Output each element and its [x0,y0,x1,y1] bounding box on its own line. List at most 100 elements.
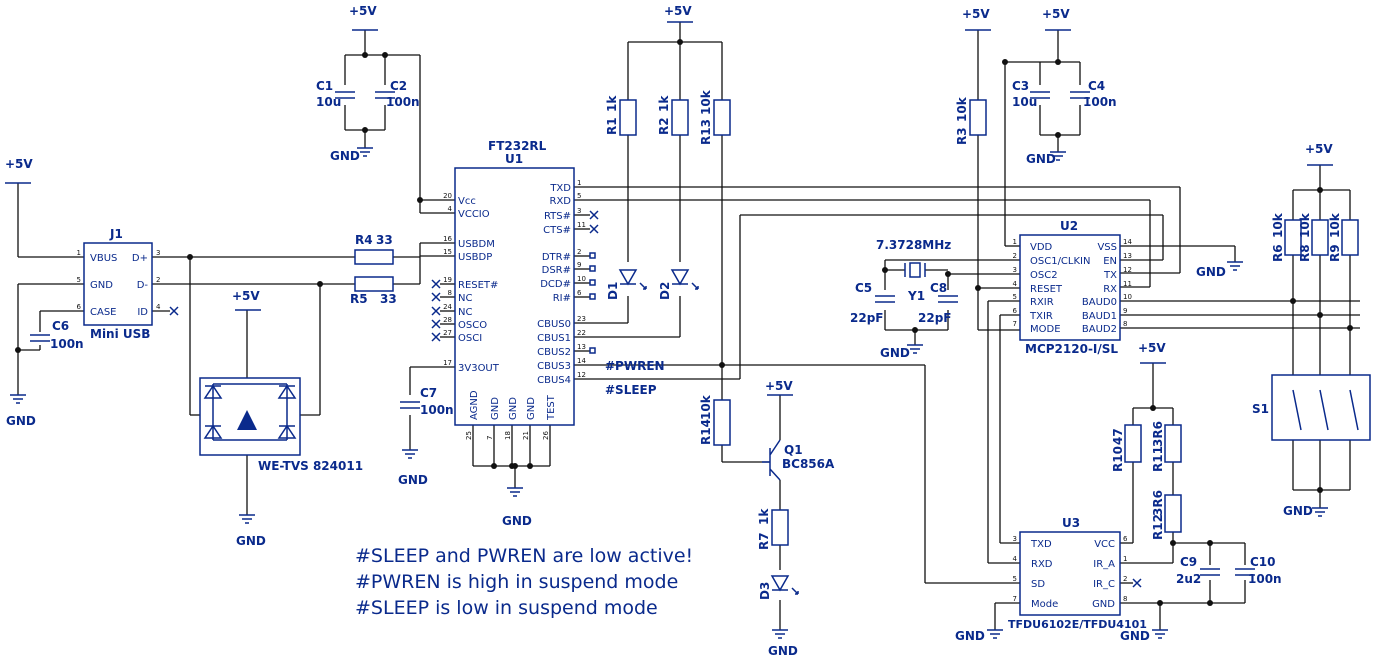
power-labels: +5V +5V +5V +5V +5V +5V +5V +5V +5V GND … [5,4,1333,657]
vcc-label: +5V [1042,7,1070,21]
u3-pin-name: VCC [1094,539,1115,550]
u3-pin-name: IR_A [1093,559,1115,570]
u2-pin-name: EN [1103,256,1117,267]
u1-pin-name: 3V3OUT [458,363,500,374]
c9-ref: C9 [1180,555,1197,569]
u2-pin-number: 4 [1013,280,1018,288]
u1-pin-name: VCCIO [458,209,490,220]
u2-pin-number: 13 [1123,252,1132,260]
d3-ref: D3 [758,582,772,600]
u3-pin-number: 3 [1013,535,1017,543]
u1-pin-number: 17 [443,359,452,367]
j1-pin-number: 5 [77,276,81,284]
vcc-label: +5V [664,4,692,18]
u1-pin-number: 7 [486,436,494,440]
u1-pin-number: 9 [577,261,581,269]
u2-body [1019,234,1121,341]
u3-pin-name: RXD [1031,559,1053,570]
u2-pin-name: MODE [1030,324,1061,335]
d2-ref: D2 [658,282,672,300]
r1-value: 1k [605,95,619,112]
c7-value: 100n [420,403,454,417]
r2-value: 1k [657,95,671,112]
u1-pin-number: 19 [443,276,452,284]
u1-pin-number: 4 [448,205,453,213]
c4-value: 100n [1083,95,1117,109]
junctions [15,39,1353,606]
u1-pin-number: 18 [504,431,512,440]
u1-pin-name: AGND [469,390,480,420]
pin-labels: Vcc20VCCIO4USBDM16USBDP15RESET#19NC8NC24… [77,179,1133,610]
gnd-label: GND [6,414,36,428]
r3-value: 10k [955,96,969,122]
c5-ref: C5 [855,281,872,295]
vcc-label: +5V [765,379,793,393]
note-line: #SLEEP and PWREN are low active! [355,545,693,567]
u2-pin-name: VDD [1030,242,1053,253]
j1-pin-name: D- [137,280,149,291]
c7-ref: C7 [420,386,437,400]
u2-pin-number: 2 [1013,252,1017,260]
u3-pin-number: 1 [1123,555,1127,563]
q1-ref: Q1 [784,443,803,457]
u1-pin-number: 2 [577,248,581,256]
u3-name: TFDU6102E/TFDU4101 [1008,618,1147,631]
u2-pin-number: 14 [1123,238,1132,246]
u1-name: FT232RL [488,139,547,153]
r11-value: 3R6 [1151,421,1165,447]
r11-ref: R11 [1151,446,1165,472]
gnd-label: GND [236,534,266,548]
j1-pin-name: CASE [90,307,117,318]
d1-ref: D1 [606,282,620,300]
u2-pin-number: 11 [1123,280,1132,288]
vcc-label: +5V [1305,142,1333,156]
r12-ref: R12 [1151,514,1165,540]
u1-pin-name: NC [458,307,472,318]
u1-pin-name: CBUS0 [537,319,571,330]
r4-value: 33 [376,233,393,247]
component-labels: FT232RL U1 U2 MCP2120-I/SL U3 TFDU6102E/… [50,79,1282,631]
gnd-label: GND [768,644,798,657]
j1-pin-number: 2 [156,276,160,284]
note-line: #PWREN is high in suspend mode [355,571,678,593]
r3-ref: R3 [955,127,969,145]
j1-name: Mini USB [90,327,150,341]
c1-ref: C1 [316,79,333,93]
net-pwren: #PWREN [605,359,665,373]
u2-ref: U2 [1060,219,1078,233]
gnd-label: GND [955,629,985,643]
u3-pin-number: 7 [1013,595,1017,603]
u1-pin-number: 6 [577,289,582,297]
u2-pin-name: BAUD1 [1082,311,1117,322]
u3-body [1019,531,1121,616]
u3-pin-name: Mode [1031,599,1058,610]
j1-pin-number: 4 [156,303,161,311]
notes: #SLEEP and PWREN are low active! #PWREN … [355,545,693,619]
gnd-label: GND [1120,629,1150,643]
u1-pin-number: 3 [577,207,581,215]
q1-value: BC856A [782,457,835,471]
s1-body [1271,374,1371,441]
r10-ref: R10 [1111,446,1125,472]
u1-pin-number: 1 [577,179,581,187]
u1-pin-number: 23 [577,315,586,323]
r5-ref: R5 [350,292,368,306]
r9-value: 10k [1328,212,1342,238]
s1-ref: S1 [1252,402,1269,416]
u2-name: MCP2120-I/SL [1025,342,1118,356]
u1-pin-number: 22 [577,329,586,337]
j1-body [83,242,153,326]
r8-value: 10k [1298,212,1312,238]
r10-value: 47 [1111,428,1125,445]
u2-pin-number: 9 [1123,307,1127,315]
component-bodies [30,91,1371,616]
gnd-label: GND [330,149,360,163]
u1-body [454,167,575,426]
u1-pin-name: GND [508,397,519,420]
vcc-label: +5V [1138,341,1166,355]
u3-ref: U3 [1062,516,1080,530]
gnd-label: GND [880,346,910,360]
u1-pin-number: 24 [443,303,452,311]
vcc-label: +5V [232,289,260,303]
